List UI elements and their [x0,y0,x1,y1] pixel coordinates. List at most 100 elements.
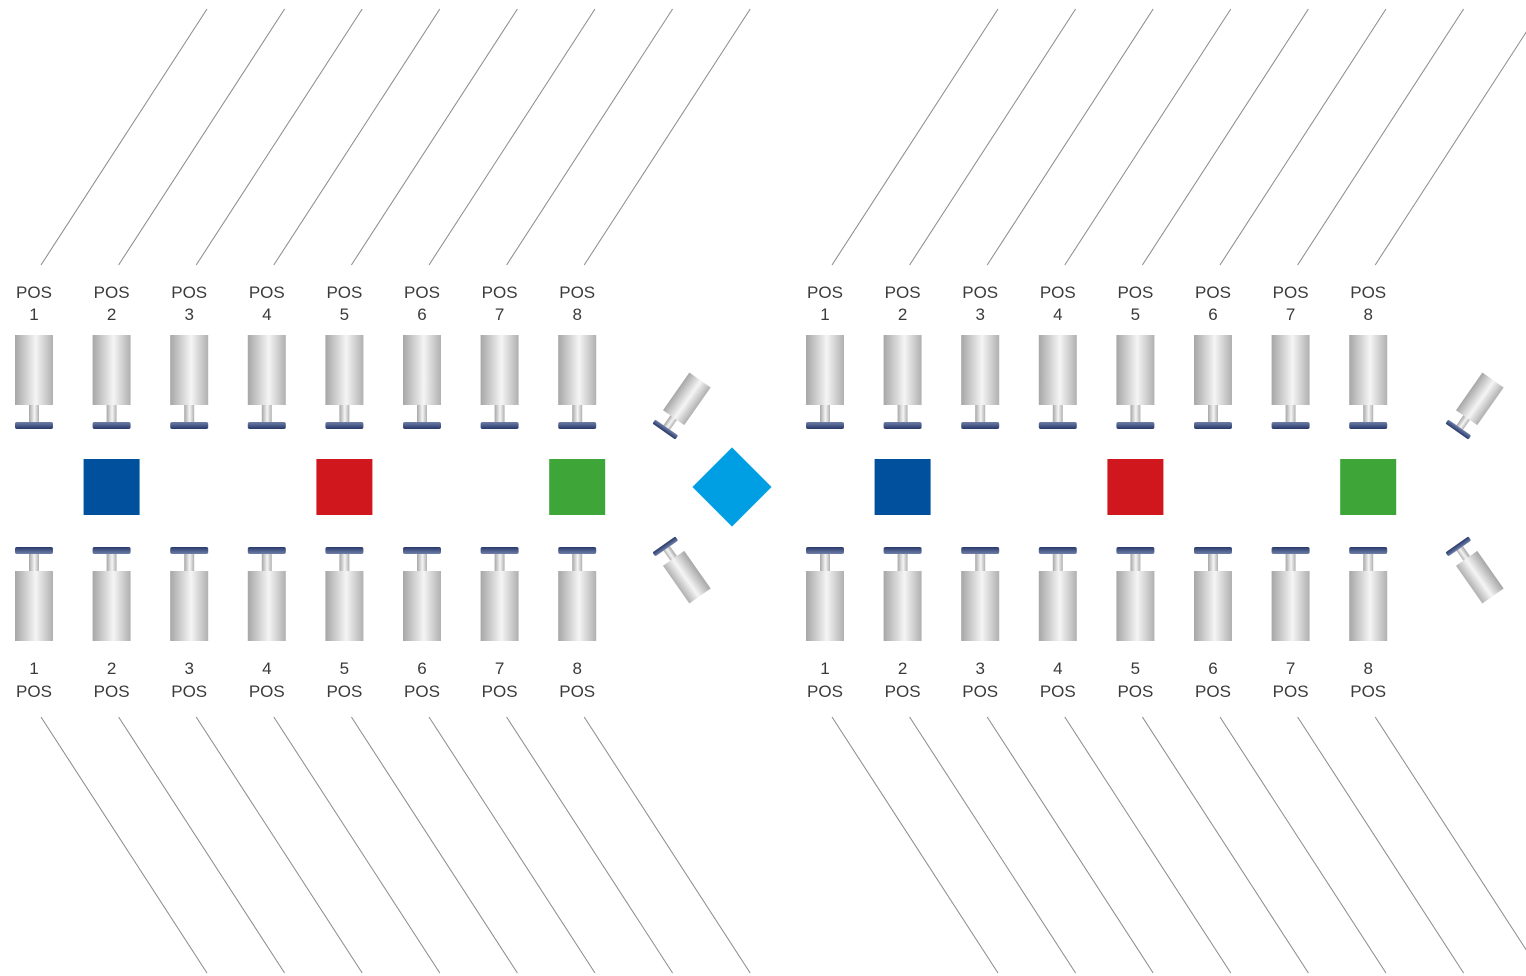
guide-line-top [428,8,596,266]
bottom-label-number: 6 [417,659,426,678]
angled-cylinder-icon [652,372,711,440]
guide-line-top [1374,31,1526,266]
top-label-word: POS [807,283,843,302]
bottom-label-word: POS [16,682,52,701]
bottom-label-number: 5 [1131,659,1140,678]
guide-line-bottom [831,716,999,974]
bottom-label-word: POS [94,682,130,701]
angled-cylinder-icon [1445,536,1504,604]
guide-line-bottom [1064,716,1232,974]
top-label-number: 2 [107,305,116,324]
guide-line-bottom [273,716,441,974]
guide-line-bottom [1219,716,1387,974]
press-cylinder-icon [403,335,441,429]
press-cylinder-icon [1116,335,1155,429]
top-label-number: 2 [898,305,907,324]
top-label-number: 3 [184,305,193,324]
top-label-number: 3 [975,305,984,324]
press-cylinder-icon [92,547,131,641]
bottom-label-word: POS [1273,682,1309,701]
top-label-word: POS [1040,283,1076,302]
bottom-label-word: POS [1040,682,1076,701]
bottom-label-word: POS [249,682,285,701]
press-cylinder-icon [558,547,597,641]
top-label-word: POS [249,283,285,302]
bottom-label-word: POS [559,682,595,701]
top-label-number: 7 [1286,305,1295,324]
blue-square [874,459,931,515]
green-square [549,459,606,515]
blue-square [83,459,140,515]
bottom-label-number: 6 [1208,659,1217,678]
angled-cylinder-icon [1445,372,1504,440]
bottom-label-number: 4 [262,659,271,678]
top-label-number: 1 [29,305,38,324]
guide-line-top [273,8,441,266]
angled-cylinder-icon [652,536,711,604]
top-label-number: 6 [1208,305,1217,324]
cyan-diamond [692,447,772,527]
top-label-word: POS [326,283,362,302]
guide-line-top [583,8,751,266]
top-label-word: POS [94,283,130,302]
guide-line-top [909,8,1077,266]
bottom-label-number: 5 [340,659,349,678]
press-cylinder-icon [15,547,53,641]
press-cylinder-icon [1038,547,1077,641]
press-cylinder-icon [1271,335,1310,429]
press-cylinder-icon [883,335,922,429]
press-cylinder-icon [1194,547,1232,641]
left-group [15,335,597,641]
guide-line-bottom [986,716,1154,974]
top-label-word: POS [962,283,998,302]
bottom-label-word: POS [1195,682,1231,701]
press-cylinder-icon [1116,547,1155,641]
bottom-label-number: 7 [1286,659,1295,678]
guide-line-bottom [428,716,596,974]
press-cylinder-icon [170,335,209,429]
bottom-label-number: 8 [572,659,581,678]
guide-line-top [118,8,286,266]
top-label-number: 5 [340,305,349,324]
top-label-word: POS [171,283,207,302]
guide-line-bottom [909,716,1077,974]
guide-line-top [195,8,363,266]
top-label-number: 5 [1131,305,1140,324]
press-cylinder-icon [403,547,441,641]
press-cylinder-icon [558,335,597,429]
guide-line-bottom [350,716,518,974]
press-cylinder-icon [1271,547,1310,641]
actuators [15,335,1504,641]
bottom-label-number: 2 [898,659,907,678]
bottom-label-word: POS [885,682,921,701]
guide-line-top [831,8,999,266]
bottom-label-word: POS [326,682,362,701]
guide-line-top [1141,8,1309,266]
top-label-word: POS [559,283,595,302]
guide-line-bottom [1141,716,1309,974]
press-cylinder-icon [325,335,364,429]
press-cylinder-icon [170,547,209,641]
press-cylinder-icon [961,547,1000,641]
red-square [1107,459,1164,515]
press-cylinder-icon [480,335,519,429]
top-label-number: 6 [417,305,426,324]
press-cylinder-icon [92,335,131,429]
guide-line-bottom [1297,716,1465,974]
guide-line-top [1219,8,1387,266]
bottom-label-word: POS [482,682,518,701]
top-label-number: 8 [572,305,581,324]
bottom-label-number: 7 [495,659,504,678]
press-cylinder-icon [325,547,364,641]
top-label-word: POS [16,283,52,302]
guide-line-top [40,8,208,266]
guide-line-top [506,8,674,266]
press-cylinder-icon [1038,335,1077,429]
top-label-number: 7 [495,305,504,324]
guide-line-bottom [118,716,286,974]
top-label-number: 1 [820,305,829,324]
bottom-label-number: 1 [29,659,38,678]
bottom-label-word: POS [807,682,843,701]
press-cylinder-icon [1194,335,1232,429]
